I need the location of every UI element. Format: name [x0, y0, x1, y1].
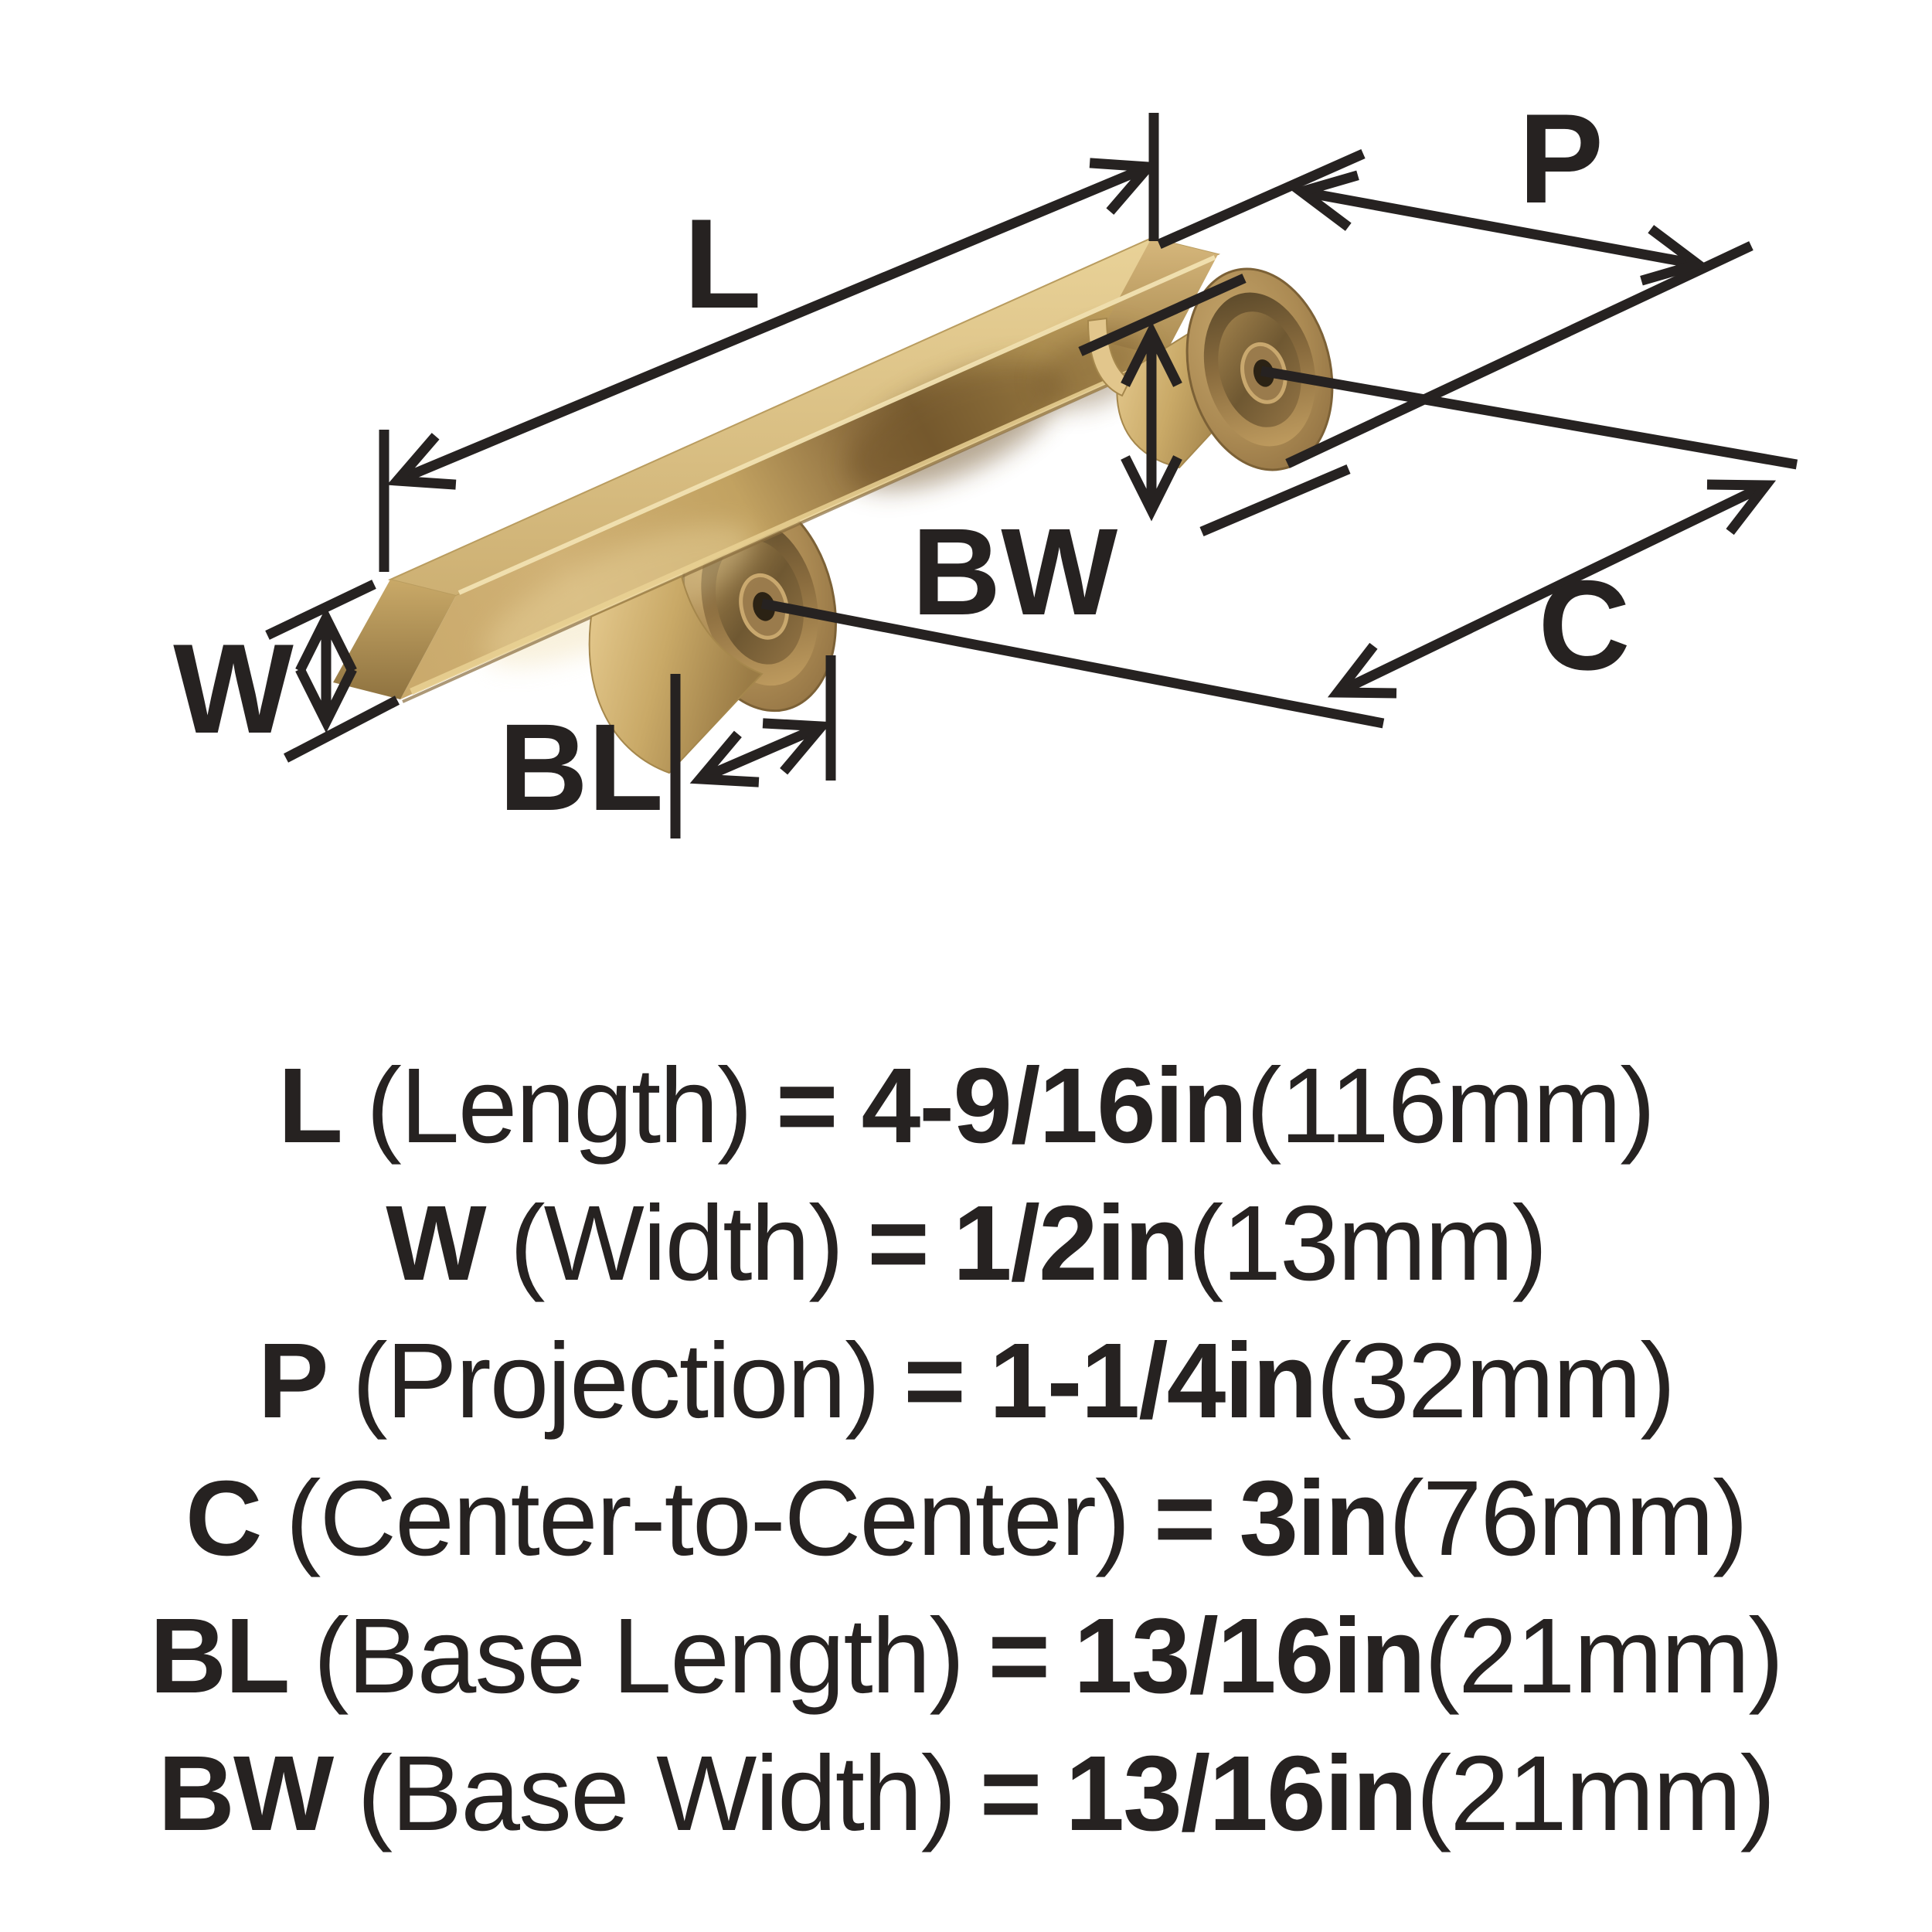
legend-value-metric: (32mm)	[1316, 1321, 1675, 1440]
legend-code: P	[257, 1321, 329, 1440]
legend-equals: =	[867, 1184, 930, 1303]
legend-descriptor: (Width)	[509, 1184, 845, 1303]
legend-code: L	[277, 1046, 343, 1165]
legend-code: W	[386, 1184, 486, 1303]
tick-BW-bottom	[1199, 464, 1351, 536]
legend-descriptor: (Center-to-Center)	[285, 1459, 1131, 1578]
dimension-line-BL	[689, 718, 832, 787]
legend-row-base-length: BL(Base Length)=13/16in(21mm)	[0, 1587, 1932, 1725]
legend-value-metric: (21mm)	[1416, 1734, 1775, 1853]
legend-row-width: W(Width)=1/2in(13mm)	[0, 1175, 1932, 1312]
legend-row-center-to-center: C(Center-to-Center)=3in(76mm)	[0, 1450, 1932, 1587]
dimension-line-P	[1290, 170, 1709, 286]
rosette-right	[1185, 267, 1334, 471]
legend-equals: =	[775, 1046, 838, 1165]
bar-left-end-face	[333, 580, 456, 699]
dimension-labels: L W P C BL BW	[173, 87, 1630, 836]
legend-value-inches: 13/16in	[1065, 1734, 1417, 1853]
dimension-line-L	[386, 158, 1159, 490]
legend-equals: =	[903, 1321, 966, 1440]
legend-code: BW	[158, 1734, 334, 1853]
legend-value-metric: (21mm)	[1424, 1597, 1784, 1716]
legend-value-metric: (116mm)	[1246, 1046, 1656, 1165]
leader-left-screw-center	[760, 598, 1385, 729]
tick-P-left	[1157, 149, 1366, 249]
legend-value-inches: 1-1/4in	[988, 1321, 1318, 1440]
tick-BW-top	[1078, 274, 1247, 356]
dimension-lines	[265, 113, 1798, 838]
tick-W-bottom	[283, 696, 400, 763]
legend-descriptor: (Base Length)	[313, 1597, 965, 1716]
legend-value-metric: (76mm)	[1388, 1459, 1748, 1578]
leader-right-screw-center	[1260, 366, 1798, 470]
legend-value-inches: 4-9/16in	[861, 1046, 1248, 1165]
legend-descriptor: (Base Width)	[357, 1734, 957, 1853]
legend-value-metric: (13mm)	[1188, 1184, 1547, 1303]
tick-P-right	[1285, 241, 1753, 468]
legend-equals: =	[988, 1597, 1050, 1716]
legend-value-inches: 1/2in	[952, 1184, 1189, 1303]
legend-row-projection: P(Projection)=1-1/4in(32mm)	[0, 1312, 1932, 1450]
legend-code: C	[185, 1459, 263, 1578]
label-center-to-center: C	[1538, 554, 1630, 696]
dimension-line-C	[1327, 479, 1777, 699]
label-length: L	[684, 192, 762, 335]
legend: L(Length)=4-9/16in(116mm) W(Width)=1/2in…	[0, 1037, 1932, 1862]
legend-code: BL	[149, 1597, 291, 1716]
label-width: W	[173, 617, 294, 760]
legend-equals: =	[979, 1734, 1043, 1853]
legend-value-inches: 3in	[1239, 1459, 1389, 1578]
legend-descriptor: (Projection)	[352, 1321, 881, 1440]
legend-value-inches: 13/16in	[1073, 1597, 1426, 1716]
legend-descriptor: (Length)	[366, 1046, 753, 1165]
legend-equals: =	[1153, 1459, 1216, 1578]
legend-row-length: L(Length)=4-9/16in(116mm)	[0, 1037, 1932, 1175]
label-base-length: BL	[498, 698, 663, 836]
label-base-width: BW	[912, 502, 1118, 641]
legend-row-base-width: BW(Base Width)=13/16in(21mm)	[0, 1725, 1932, 1862]
label-projection: P	[1519, 87, 1604, 230]
